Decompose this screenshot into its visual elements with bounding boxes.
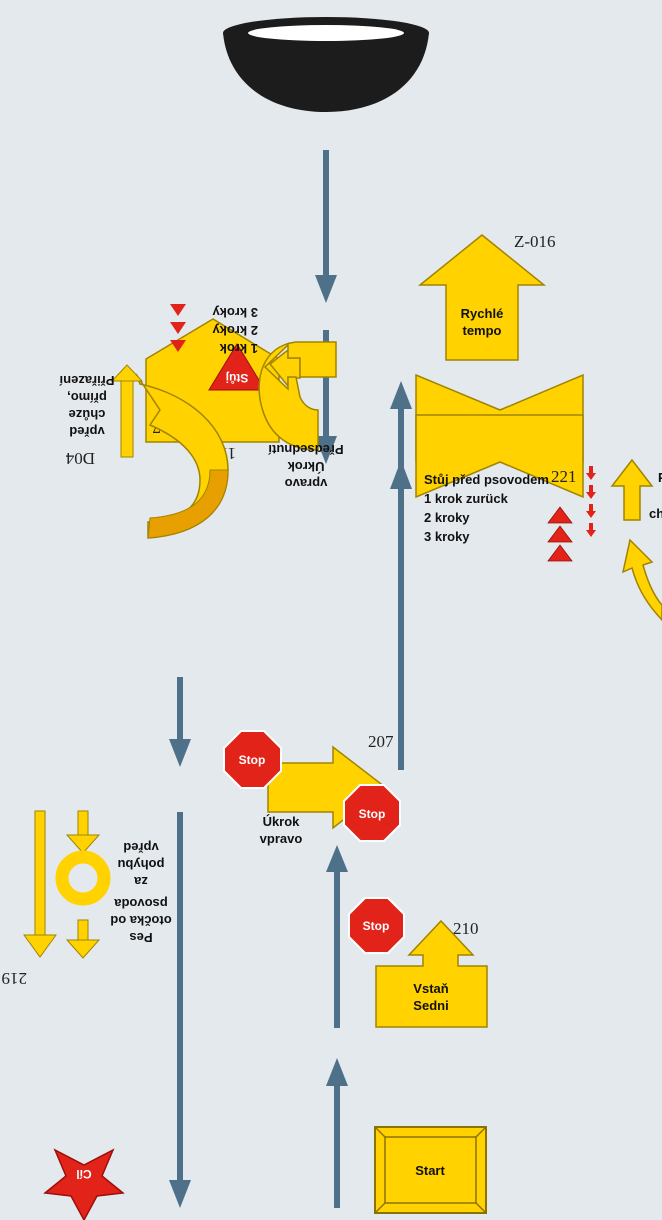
- path-arrows: [169, 150, 412, 1208]
- sign-label: vpřed: [69, 424, 104, 439]
- sign-label: přímo,: [67, 390, 107, 405]
- sign-d04: Přiřazení přímo, chůze vpřed D04: [59, 364, 229, 539]
- sign-label: Předsednutí: [268, 442, 344, 457]
- sign-label: Pes: [129, 930, 152, 945]
- sign-start: Start: [374, 1126, 487, 1214]
- up-triangle-icon: [547, 525, 573, 543]
- down-arrow-icon: [315, 436, 337, 464]
- sign-label: Rychlé: [461, 306, 504, 321]
- stop-sign-icon: [348, 897, 405, 954]
- up-arrow-icon: [326, 845, 348, 872]
- sign-210: Stop Vstaň Sedni 210: [348, 897, 488, 1028]
- sign-label: ch: [649, 506, 662, 521]
- up-arrow-icon: [390, 381, 412, 409]
- down-arrow-icon: [169, 1180, 191, 1208]
- sign-z016: Rychlé tempo Z-016: [417, 232, 556, 361]
- sign-label: Přiřazení: [59, 373, 114, 388]
- stop-label: Stůj: [226, 371, 249, 385]
- up-triangle-icon: [547, 544, 573, 562]
- sign-label: Sedni: [413, 998, 448, 1013]
- stop-label: Stop: [239, 753, 266, 767]
- sign-label: vpřed: [123, 840, 158, 855]
- sign-221: Stůj před psovodem 1 krok zurück 2 kroky…: [415, 373, 662, 622]
- sign-label: Stůj před psovodem: [424, 472, 549, 487]
- sign-label: Úkrok: [263, 814, 301, 829]
- sign-number: D04: [65, 449, 95, 468]
- sign-label: chůze: [69, 407, 106, 422]
- star-icon: [43, 1148, 125, 1220]
- stop-label: Stop: [363, 919, 390, 933]
- sign-219: vpřed pohybu za psovoda otočka od Pes 21…: [2, 810, 172, 988]
- sign-label: vpravo: [260, 831, 303, 846]
- sign-label: 1 krok: [219, 341, 258, 356]
- stop-label: Stop: [359, 807, 386, 821]
- sign-label: 3 kroky: [424, 529, 470, 544]
- sign-label: vpravo: [285, 476, 328, 491]
- sign-number: 210: [453, 919, 479, 938]
- sign-label: 2 kroky: [212, 323, 258, 338]
- sign-number: 207: [368, 732, 394, 751]
- sign-label: P: [658, 470, 662, 485]
- sign-number: 219: [2, 969, 28, 988]
- sign-label: Vstaň: [413, 981, 448, 996]
- sign-label: otočka od: [110, 913, 171, 928]
- down-arrow-icon: [169, 739, 191, 767]
- sign-finish: Cíl: [43, 1148, 125, 1220]
- bowl-icon: [223, 17, 429, 112]
- sign-number: 221: [551, 467, 577, 486]
- down-arrow-icon: [315, 275, 337, 303]
- sign-label: psovoda: [114, 896, 168, 911]
- sign-label: 2 kroky: [424, 510, 470, 525]
- sign-label: 1 krok zurück: [424, 491, 509, 506]
- start-label: Start: [415, 1163, 445, 1178]
- sign-label: Úkrok: [287, 459, 325, 474]
- sign-label: tempo: [463, 323, 502, 338]
- stop-sign-icon: [343, 784, 401, 842]
- sign-label: za: [133, 874, 148, 889]
- sign-label: 3 kroky: [212, 305, 258, 320]
- up-triangle-icon: [547, 506, 573, 524]
- sign-114: Předsednutí Úkrok vpravo 114: [211, 341, 344, 491]
- stop-sign-icon: [223, 730, 282, 789]
- sign-207: Stop Stop Úkrok vpravo 207: [223, 730, 401, 846]
- sign-number: Z-016: [514, 232, 556, 251]
- sign-label: pohybu: [117, 857, 164, 872]
- up-arrow-icon: [326, 1058, 348, 1086]
- finish-label: Cíl: [76, 1167, 91, 1181]
